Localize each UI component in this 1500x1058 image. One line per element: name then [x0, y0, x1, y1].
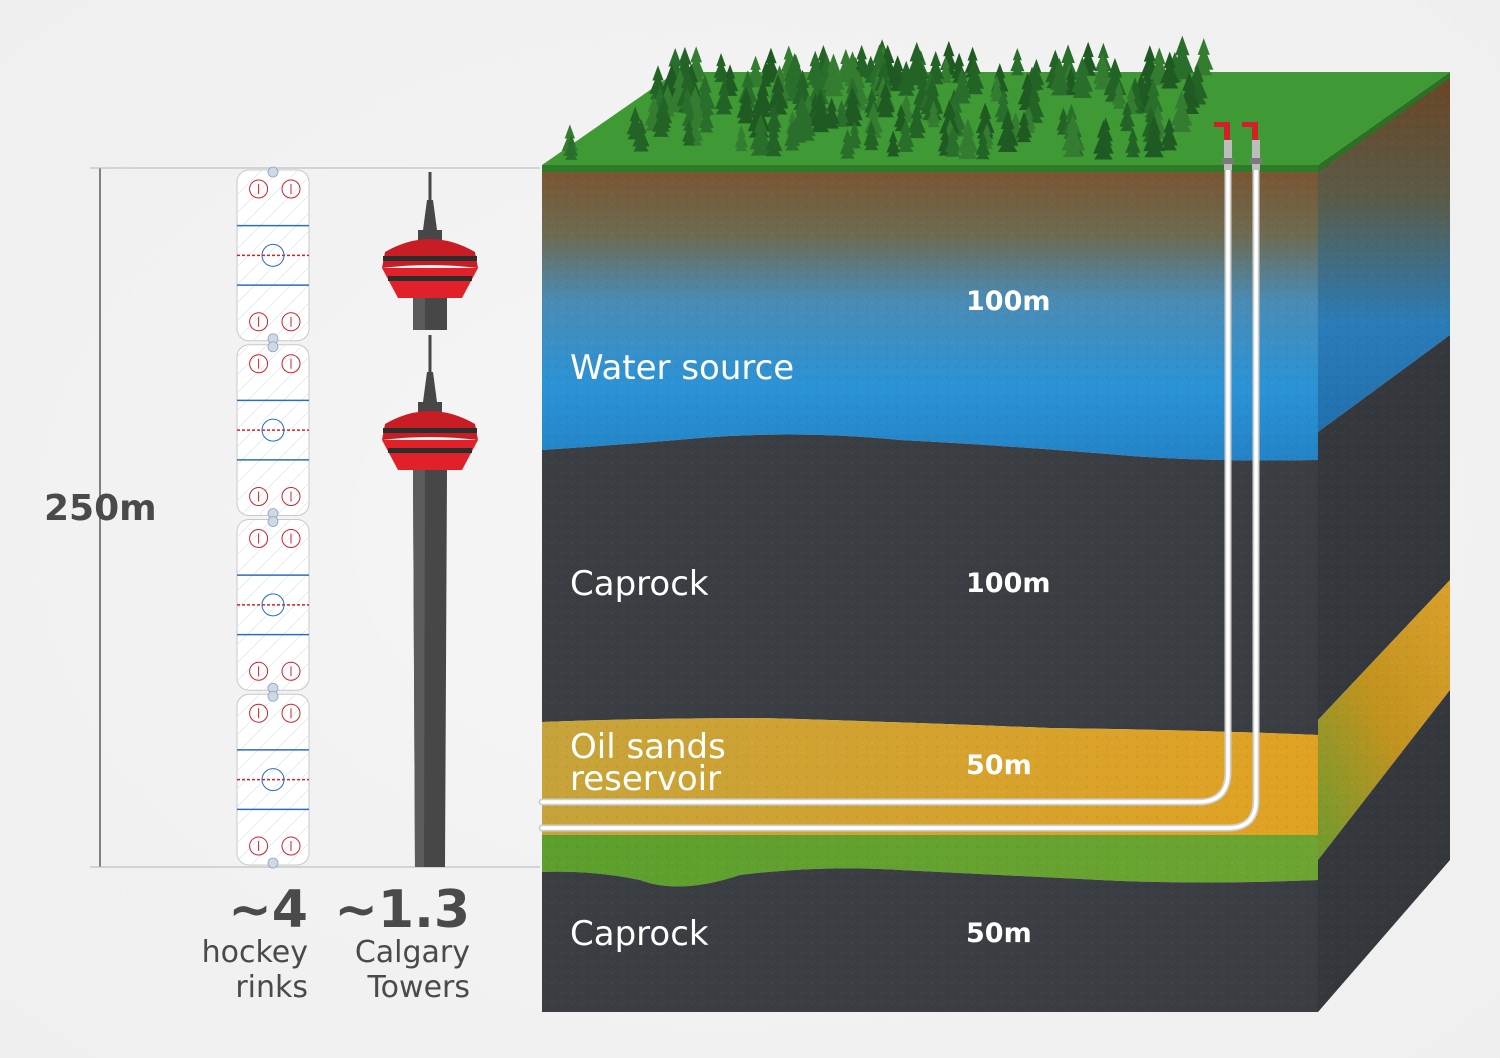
layer-thickness-water: 100m	[966, 286, 1051, 317]
tree-icon	[682, 119, 696, 146]
tree-icon	[766, 103, 782, 133]
layer-name-caprock-upper: Caprock	[570, 564, 709, 604]
tree-icon	[1049, 58, 1070, 96]
tree-icon	[876, 81, 895, 118]
tree-icon	[1170, 90, 1193, 132]
tree-icon	[698, 103, 714, 133]
tree-icon	[1160, 117, 1178, 151]
tree-icon	[734, 125, 749, 152]
forest	[561, 35, 1214, 160]
tree-icon	[1061, 114, 1085, 158]
tree-icon	[1160, 51, 1180, 89]
layer-thickness-caprock-upper: 100m	[966, 568, 1051, 599]
tree-icon	[809, 92, 831, 133]
tree-icon	[714, 79, 733, 115]
tree-icon	[907, 102, 926, 139]
layer-thickness-caprock-lower: 50m	[966, 918, 1032, 949]
tree-icon	[1093, 120, 1114, 160]
tree-icon	[764, 122, 783, 157]
tree-icon	[975, 130, 991, 160]
tree-icon	[952, 67, 972, 104]
calgary-tower-icon-partial	[382, 172, 478, 330]
tree-icon	[694, 74, 716, 115]
rinks-label-line2: rinks	[235, 970, 308, 1005]
tree-icon	[1010, 47, 1025, 76]
tree-icon	[1119, 101, 1135, 132]
towers-label-line2: Towers	[367, 970, 470, 1005]
tree-icon	[957, 118, 979, 160]
tree-icon	[921, 77, 944, 121]
tree-icon	[842, 86, 863, 127]
layer-name-water: Water source	[570, 348, 795, 388]
hockey-rinks-stack	[236, 166, 310, 869]
well-pipes	[538, 164, 1260, 832]
tree-icon	[886, 130, 900, 157]
tree-icon	[926, 100, 941, 128]
hockey-rink-icon	[236, 166, 310, 345]
rinks-count: ~4	[228, 880, 308, 940]
tree-icon	[1125, 127, 1141, 158]
layer-name-caprock-lower: Caprock	[570, 914, 709, 954]
tree-icon	[736, 86, 756, 124]
tree-icon	[632, 118, 650, 152]
depth-scale	[90, 167, 540, 868]
tree-icon	[863, 120, 880, 151]
tree-icon	[1016, 111, 1032, 143]
tree-icon	[896, 118, 915, 153]
tree-icon	[1143, 115, 1165, 158]
tree-icon	[822, 53, 845, 97]
tree-icon	[1111, 81, 1127, 109]
total-depth-label: 250m	[44, 488, 157, 529]
tree-icon	[975, 102, 995, 139]
hockey-rink-icon	[236, 516, 310, 694]
rinks-label-line1: hockey	[201, 935, 308, 970]
tree-icon	[649, 65, 667, 100]
layer-thickness-oilsands: 50m	[966, 750, 1032, 781]
tree-icon	[747, 55, 764, 88]
tree-icon	[1071, 56, 1094, 98]
tree-icon	[1194, 38, 1214, 76]
tree-icon	[749, 113, 772, 156]
tree-icon	[839, 128, 856, 159]
wellhead-icon	[1214, 122, 1262, 170]
layer-name-oilsands-line1: Oil sands	[570, 727, 726, 767]
tree-icon	[989, 74, 1004, 102]
tree-icon	[784, 120, 800, 151]
tree-icon	[713, 53, 729, 83]
tree-icon	[944, 125, 962, 157]
tree-icon	[652, 102, 670, 137]
tree-icon	[964, 57, 984, 95]
tree-icon	[897, 60, 916, 96]
tree-icon	[996, 110, 1019, 153]
cube-front-face	[542, 170, 1318, 1012]
layer-name-oilsands-line2: reservoir	[570, 759, 722, 799]
tree-icon	[564, 133, 578, 160]
towers-label-line1: Calgary	[354, 935, 470, 970]
cube-side-face	[1318, 74, 1450, 1012]
hockey-rink-icon	[236, 341, 310, 519]
hockey-rink-icon	[236, 690, 310, 869]
tree-icon	[1093, 53, 1112, 90]
towers-count: ~1.3	[334, 880, 470, 940]
tree-icon	[767, 74, 789, 115]
calgary-tower-icon	[382, 335, 478, 867]
